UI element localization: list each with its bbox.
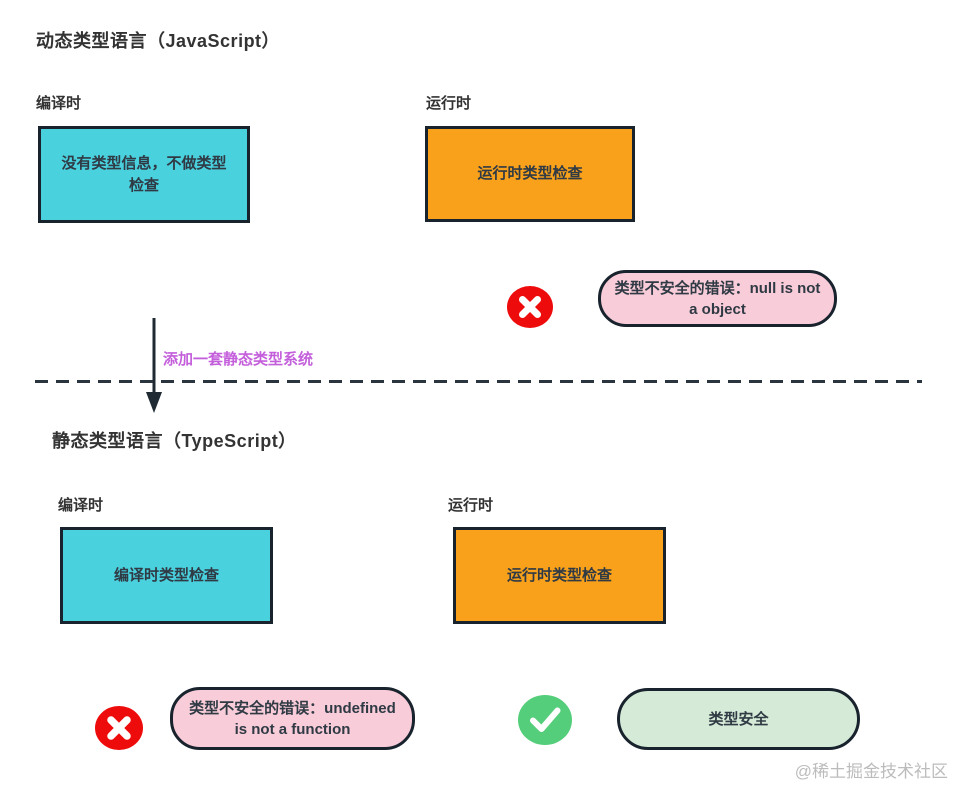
static-section-title: 静态类型语言（TypeScript）: [52, 431, 297, 451]
dynamic-compile-box: 没有类型信息，不做类型检查: [38, 126, 250, 223]
arrow-down-icon: [144, 318, 164, 414]
dynamic-runtime-label: 运行时: [426, 95, 472, 112]
static-error-pill: 类型不安全的错误：undefined is not a function: [170, 687, 415, 750]
type-safe-text: 类型安全: [708, 710, 769, 728]
dynamic-compile-time-label: 编译时: [36, 95, 82, 112]
dynamic-error-text: 类型不安全的错误：null is not a object: [614, 279, 821, 318]
static-compile-time-label: 编译时: [58, 497, 104, 514]
static-error-text: 类型不安全的错误：undefined is not a function: [189, 699, 396, 738]
static-runtime-label: 运行时: [448, 497, 494, 514]
type-safe-pill: 类型安全: [617, 688, 860, 750]
x-circle-icon: [507, 286, 553, 328]
dynamic-compile-box-text: 没有类型信息，不做类型检查: [61, 154, 227, 194]
watermark: @稀土掘金技术社区: [794, 762, 948, 781]
transition-label: 添加一套静态类型系统: [163, 351, 314, 368]
dynamic-section-title: 动态类型语言（JavaScript）: [36, 31, 281, 51]
dynamic-runtime-box: 运行时类型检查: [425, 126, 635, 222]
static-compile-box-text: 编译时类型检查: [113, 566, 219, 584]
dynamic-runtime-box-text: 运行时类型检查: [477, 165, 583, 183]
static-compile-box: 编译时类型检查: [60, 527, 273, 624]
x-circle-icon: [95, 706, 143, 750]
static-runtime-box-text: 运行时类型检查: [506, 566, 612, 584]
check-circle-icon: [518, 695, 572, 745]
dynamic-error-pill: 类型不安全的错误：null is not a object: [598, 270, 837, 327]
static-runtime-box: 运行时类型检查: [453, 527, 666, 624]
dashed-divider: [35, 380, 922, 383]
